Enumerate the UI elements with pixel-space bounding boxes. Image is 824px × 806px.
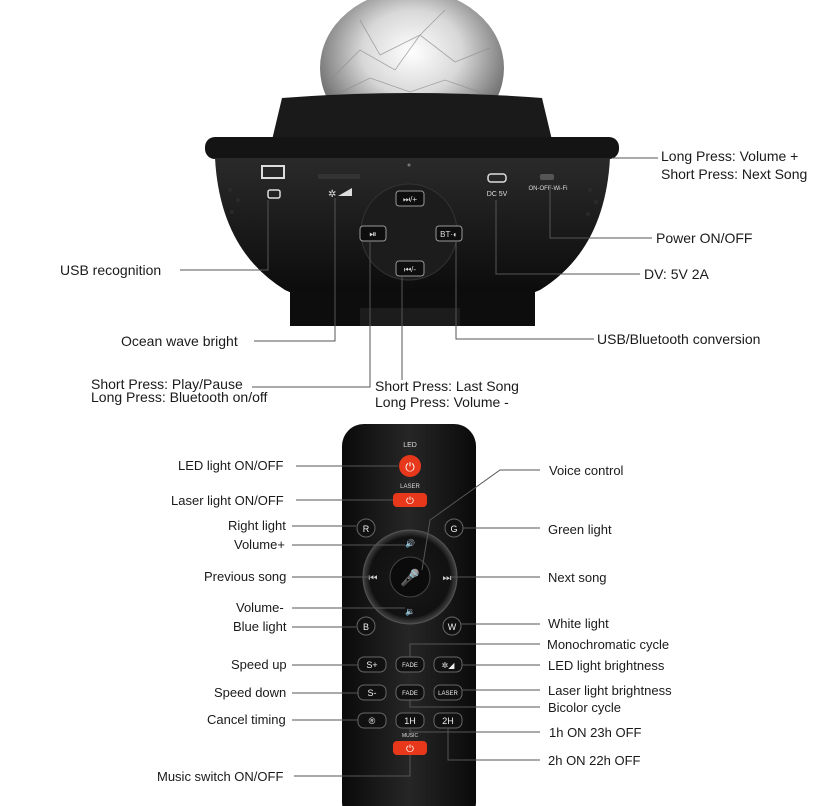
label-speed-down: Speed down: [214, 685, 287, 700]
power-icon: ⏻: [405, 460, 415, 474]
label-voice-control: Voice control: [549, 463, 624, 478]
music-power-icon: ⏻: [406, 744, 414, 755]
bt-button: [435, 225, 463, 242]
b-button: [356, 616, 376, 636]
laser-power-icon: ⏻: [406, 496, 414, 507]
r-button-label: R: [363, 524, 370, 534]
top-cap: [272, 93, 552, 140]
volume-down-icon: 🔉: [405, 607, 415, 616]
prev-button-label: ⏮/-: [404, 265, 416, 274]
dc-port-icon: [487, 173, 507, 183]
label-long-press-volume-up: Long Press: Volume +: [661, 148, 799, 164]
sun-brightness-icon: ✲◢: [442, 661, 456, 670]
label-laser-on-off: Laser light ON/OFF: [171, 493, 284, 508]
b-button-label: B: [363, 622, 369, 632]
label-usb-recognition: USB recognition: [60, 262, 162, 278]
label-music-switch: Music switch ON/OFF: [157, 769, 284, 784]
r-button: [356, 518, 376, 538]
label-usb-bluetooth-conversion: USB/Bluetooth conversion: [597, 331, 761, 347]
play-button: [359, 225, 387, 242]
laser-text: LASER: [400, 484, 420, 490]
label-cancel-timing: Cancel timing: [207, 712, 286, 727]
laser-brightness-button: [433, 684, 463, 701]
label-monochromatic-cycle: Monochromatic cycle: [547, 637, 670, 652]
brightness-ramp-icon: [338, 188, 352, 196]
w-button: [442, 616, 462, 636]
remote: LED ⏻ LASER ⏻ R G 🎤 🔊 🔉 ⏮ ⏭ B W S+ FADE …: [342, 424, 476, 806]
next-icon: ⏭: [443, 573, 452, 584]
led-text: LED: [403, 442, 417, 449]
label-white-light: White light: [548, 616, 609, 631]
play-button-label: ⏯: [369, 229, 376, 239]
next-button: [395, 190, 425, 207]
projector-callouts: [180, 157, 658, 388]
laser-brightness-label: LASER: [438, 691, 458, 697]
previous-icon: ⏮: [369, 573, 378, 584]
volume-up-icon: 🔊: [405, 538, 415, 548]
voice-button: [389, 556, 431, 598]
rim: [205, 137, 619, 159]
label-previous-song: Previous song: [204, 569, 287, 584]
prev-button: [395, 260, 425, 277]
label-short-press-last-song: Short Press: Last Song: [375, 378, 519, 394]
cancel-timing-icon: ®: [369, 716, 376, 726]
timer-2h-label: 2H: [442, 716, 454, 726]
label-timer-2h: 2h ON 22h OFF: [548, 753, 641, 768]
laser-power-button: [393, 493, 427, 507]
label-long-press-bluetooth: Long Press: Bluetooth on/off: [91, 389, 268, 405]
label-ocean-wave-bright: Ocean wave bright: [121, 333, 238, 349]
label-short-press-next-song: Short Press: Next Song: [661, 166, 808, 182]
mic-hole-icon: [407, 163, 411, 167]
label-dv: DV: 5V 2A: [644, 266, 709, 282]
label-green-light: Green light: [548, 522, 612, 537]
g-button-label: G: [450, 524, 457, 534]
next-button-label: ⏭/+: [403, 195, 417, 204]
power-switch-label: ON-OFF-Wi-Fi: [529, 186, 568, 192]
label-volume-down: Volume-: [236, 600, 284, 615]
speed-up-label: S+: [366, 660, 377, 670]
label-right-light: Right light: [228, 518, 286, 533]
label-next-song: Next song: [548, 570, 607, 585]
label-volume-up: Volume+: [234, 537, 285, 552]
ocean-wave-slider: [318, 174, 360, 179]
bt-button-label: BT·◐: [440, 230, 458, 239]
remote-callouts: [292, 465, 540, 777]
usb-port-icon: [261, 165, 285, 179]
label-blue-light: Blue light: [233, 619, 287, 634]
led-power-button: [399, 455, 421, 477]
fade1-label: FADE: [402, 663, 418, 669]
projector: ✲ ⏭/+ ⏮/- ⏯ BT·◐ DC 5V ON-OFF-Wi-Fi: [205, 0, 619, 326]
label-laser-brightness: Laser light brightness: [548, 683, 672, 698]
timer-1h-label: 1H: [404, 716, 416, 726]
speed-down-label: S-: [368, 688, 377, 698]
label-led-on-off: LED light ON/OFF: [178, 458, 284, 473]
sun-icon: ✲: [328, 189, 336, 200]
label-timer-1h: 1h ON 23h OFF: [549, 725, 642, 740]
dc-port-label: DC 5V: [487, 191, 508, 198]
label-speed-up: Speed up: [231, 657, 287, 672]
fade2-label: FADE: [402, 691, 418, 697]
label-long-press-volume-down: Long Press: Volume -: [375, 394, 509, 410]
label-power-on-off: Power ON/OFF: [656, 230, 753, 246]
music-power-button: [393, 741, 427, 755]
usb-led-icon: [267, 189, 281, 199]
music-text: MUSIC: [402, 733, 419, 739]
microphone-icon: 🎤: [400, 568, 420, 587]
w-button-label: W: [448, 622, 457, 632]
label-short-press-play-pause: Short Press: Play/Pause: [91, 376, 243, 392]
label-led-brightness: LED light brightness: [548, 658, 665, 673]
label-bicolor-cycle: Bicolor cycle: [548, 700, 621, 715]
power-switch: [540, 174, 554, 180]
